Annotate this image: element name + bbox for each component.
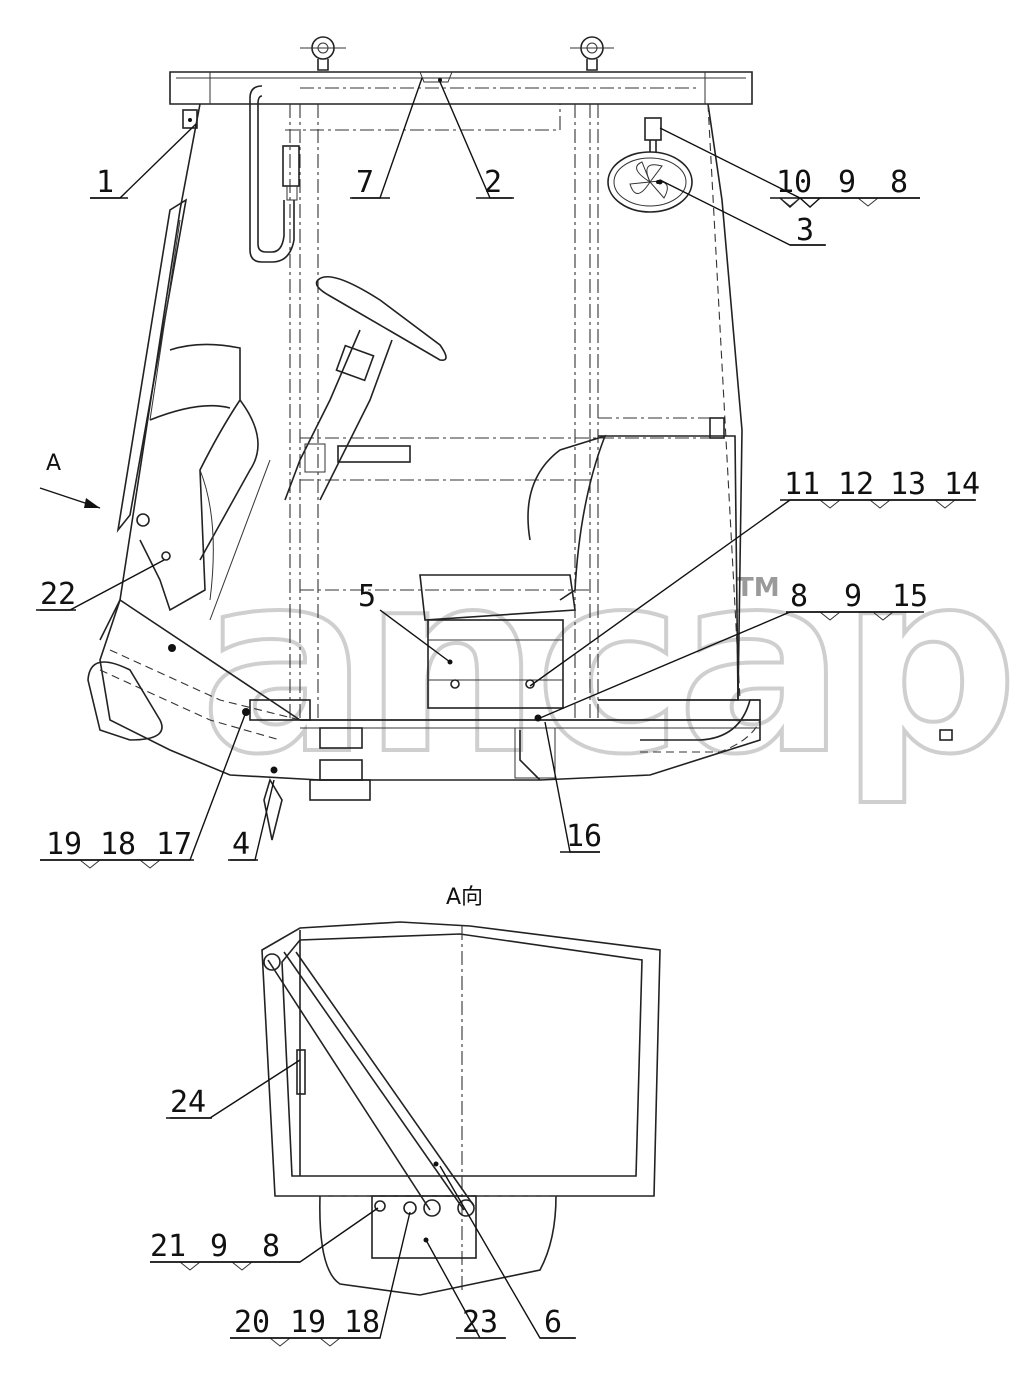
part-label: 19 xyxy=(46,827,82,862)
view-a-outline xyxy=(261,921,661,1197)
part-label: 7 xyxy=(356,165,374,200)
part-label: 21 xyxy=(150,1229,186,1264)
part-label: 23 xyxy=(462,1305,498,1340)
part-label: 15 xyxy=(892,579,928,614)
part-label: 18 xyxy=(344,1305,380,1340)
part-labels: 1 7 2 10 9 8 3 11 12 13 14 5 8 9 15 22 1… xyxy=(40,165,980,1340)
part-label: 9 xyxy=(844,579,862,614)
roof-panel xyxy=(169,71,753,105)
arrow-label: A xyxy=(46,451,61,476)
part-label: 9 xyxy=(210,1229,228,1264)
handrail xyxy=(249,85,295,263)
lifting-eye-left xyxy=(300,36,346,71)
part-label: 4 xyxy=(232,827,250,862)
part-label: 2 xyxy=(484,165,502,200)
part-label: 5 xyxy=(358,579,376,614)
part-label: 14 xyxy=(944,467,980,502)
lifting-eye-right xyxy=(570,36,614,71)
fan-icon xyxy=(607,117,693,213)
watermark: ancap TM xyxy=(198,516,1020,811)
part-label: 10 xyxy=(776,165,812,200)
windshield xyxy=(116,198,188,533)
part-label: 17 xyxy=(156,827,192,862)
part-label: 1 xyxy=(96,165,114,200)
watermark-text: ancap xyxy=(200,518,1013,809)
part-label: 6 xyxy=(544,1305,562,1340)
part-label: 8 xyxy=(262,1229,280,1264)
view-a-arrow: A xyxy=(39,451,101,509)
part-label: 24 xyxy=(170,1085,206,1120)
part-label: 9 xyxy=(838,165,856,200)
part-label: 8 xyxy=(890,165,908,200)
part-label: 22 xyxy=(40,577,76,612)
part-label: 12 xyxy=(838,467,874,502)
part-label: 13 xyxy=(890,467,926,502)
part-label: 3 xyxy=(796,213,814,248)
part-label: 20 xyxy=(234,1305,270,1340)
view-a-title: A向 xyxy=(446,885,483,910)
label-underlines xyxy=(36,197,976,1339)
part-label: 11 xyxy=(784,467,820,502)
steering-wheel xyxy=(284,276,447,501)
watermark-tm: TM xyxy=(736,573,780,603)
part-label: 18 xyxy=(100,827,136,862)
view-a: A向 xyxy=(150,885,661,1347)
part-label: 8 xyxy=(790,579,808,614)
part-label: 16 xyxy=(566,819,602,854)
part-label: 19 xyxy=(290,1305,326,1340)
